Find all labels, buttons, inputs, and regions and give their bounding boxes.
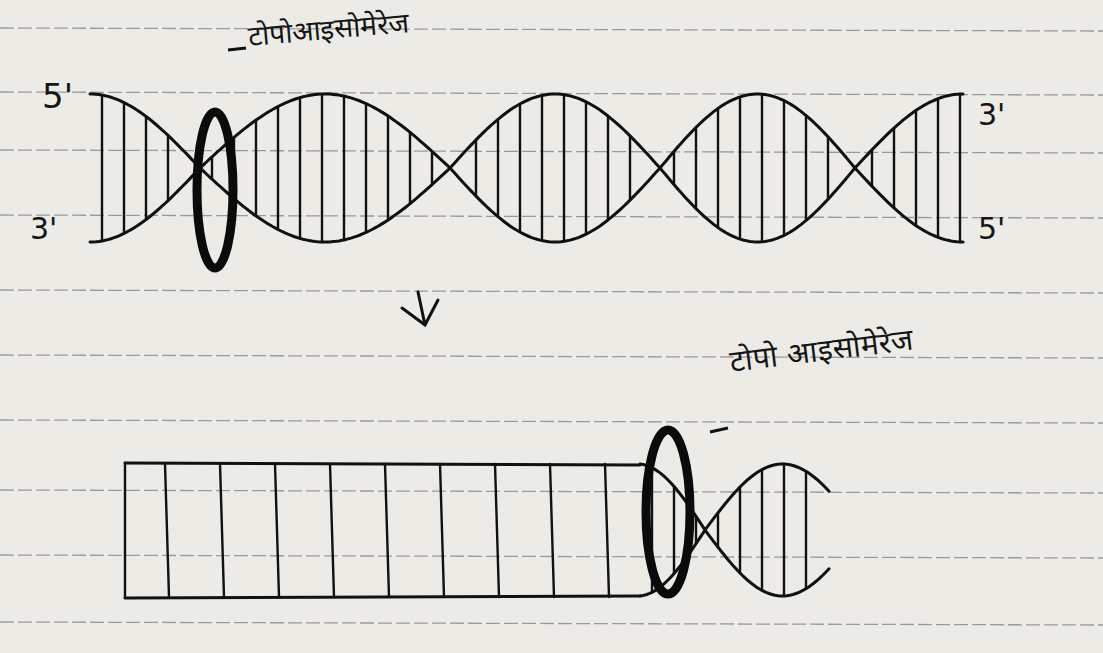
base-pair: [343, 96, 345, 240]
base-pair: [299, 98, 301, 239]
ruled-line: [0, 420, 1103, 423]
base-pair: [893, 128, 895, 208]
base-pair: [805, 115, 807, 220]
base-pair: [275, 464, 279, 597]
base-pair: [607, 116, 609, 220]
notebook-lines: [0, 28, 1103, 625]
base-pair: [563, 95, 565, 242]
base-pair: [673, 486, 675, 573]
base-pair: [519, 104, 521, 232]
base-pair: [871, 150, 873, 186]
ruled-line: [0, 555, 1103, 558]
base-pair: [101, 95, 103, 241]
base-pair: [673, 151, 675, 184]
base-pair: [495, 464, 499, 597]
base-pair: [739, 487, 741, 573]
ruled-line: [0, 622, 1103, 625]
base-pair: [717, 108, 719, 227]
base-pair: [255, 120, 257, 216]
topoisomerase-ring: [646, 430, 690, 594]
base-pair: [167, 135, 169, 200]
dna-strand: [125, 463, 640, 598]
base-pair: [605, 464, 609, 597]
base-pair: [387, 116, 389, 220]
leader-dash: [228, 48, 246, 50]
base-pair: [550, 464, 554, 597]
base-pair: [717, 513, 719, 547]
topoisomerase-ring: [197, 112, 233, 268]
ruled-line: [0, 28, 1103, 31]
strand-end: 5': [42, 78, 73, 115]
base-pair: [211, 157, 213, 179]
base-pair: [475, 140, 477, 196]
base-pair: [145, 116, 147, 219]
base-pair: [165, 464, 169, 597]
base-pair: [629, 136, 631, 200]
base-pair: [124, 463, 126, 598]
leader-dash: [710, 428, 728, 432]
base-pair: [277, 107, 279, 230]
base-pair: [915, 110, 917, 225]
dna-strand: [640, 464, 829, 596]
base-pair: [761, 94, 763, 242]
base-pair: [431, 151, 433, 184]
base-pair: [220, 464, 224, 597]
base-pair: [123, 103, 125, 234]
ruled-line: [0, 355, 1103, 358]
enzyme-label: टोपोआइसोमेरेज: [247, 8, 411, 53]
base-pair: [937, 99, 939, 238]
base-pair: [497, 119, 499, 216]
base-pair: [761, 470, 763, 591]
base-pair: [805, 471, 807, 588]
ruled-line: [0, 290, 1103, 293]
base-pair: [385, 464, 389, 597]
base-pair: [585, 102, 587, 234]
base-pair: [783, 464, 785, 596]
strand-end: 3': [978, 98, 1005, 131]
base-pair: [541, 95, 543, 240]
base-pair: [783, 101, 785, 236]
strand-end: 3': [30, 212, 57, 245]
base-pair: [409, 132, 411, 203]
base-pair: [739, 97, 741, 239]
enzyme-label: टोपो आइसोमेरेज: [728, 323, 914, 378]
base-pair: [321, 94, 323, 242]
base-pair: [827, 137, 829, 199]
base-pair: [959, 94, 961, 242]
dna-helix: [90, 94, 963, 598]
base-pair: [695, 516, 697, 543]
strand-end: 5': [978, 212, 1005, 245]
base-pair: [330, 464, 334, 597]
process-arrow: [402, 292, 438, 325]
base-pair: [365, 104, 367, 233]
base-pair: [695, 127, 697, 208]
base-pair: [440, 464, 444, 597]
dna-strand: [640, 464, 829, 596]
